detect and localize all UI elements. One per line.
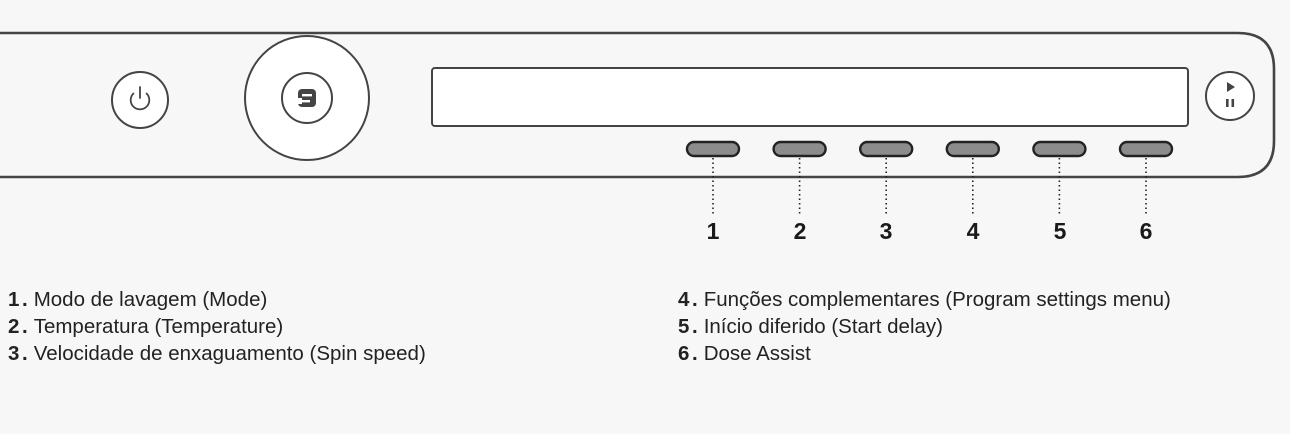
legend-item-1: 1. Modo de lavagem (Mode): [8, 288, 268, 311]
function-buttons: [685, 140, 1174, 214]
legend-item-2: 2. Temperatura (Temperature): [8, 315, 284, 338]
function-button-6[interactable]: [1118, 140, 1174, 158]
legend-text: Funções complementares (Program settings…: [703, 288, 1171, 311]
legend-text: Velocidade de enxaguamento (Spin speed): [33, 342, 426, 365]
legend-right: 4. Funções complementares (Program setti…: [678, 286, 1278, 367]
function-button-3[interactable]: [859, 140, 914, 158]
legend-number: 5: [678, 315, 690, 338]
button-number-6: 6: [1139, 218, 1153, 244]
legend-item-6: 6. Dose Assist: [678, 342, 811, 365]
button-number-3: 3: [879, 218, 893, 244]
play-pause-icon: [1226, 82, 1235, 107]
panel-outline: [0, 31, 1276, 179]
legend-number: 4: [678, 288, 690, 311]
program-selector-icon: [298, 89, 316, 107]
button-number-5: 5: [1053, 218, 1067, 244]
legend-text: Modo de lavagem (Mode): [33, 288, 268, 311]
legend-text: Temperatura (Temperature): [33, 315, 284, 338]
legend-number: 1: [8, 288, 20, 311]
legend-left: 1. Modo de lavagem (Mode) 2. Temperatura…: [8, 286, 588, 367]
button-number-2: 2: [793, 218, 807, 244]
legend-text: Início diferido (Start delay): [703, 315, 943, 338]
power-button[interactable]: [111, 71, 169, 129]
function-button-4[interactable]: [945, 140, 1000, 158]
button-number-1: 1: [706, 218, 720, 244]
function-button-5[interactable]: [1032, 140, 1087, 158]
button-number-4: 4: [966, 218, 980, 244]
legend-number: 3: [8, 342, 20, 365]
display-screen: [431, 67, 1189, 127]
legend-item-4: 4. Funções complementares (Program setti…: [678, 286, 1278, 313]
program-selector-dial[interactable]: [244, 35, 370, 161]
legend-text: Dose Assist: [703, 342, 811, 365]
function-button-1[interactable]: [685, 140, 741, 158]
legend-number: 6: [678, 342, 690, 365]
legend-item-5: 5. Início diferido (Start delay): [678, 315, 943, 338]
function-button-2[interactable]: [772, 140, 827, 158]
power-icon: [129, 86, 151, 111]
start-pause-button[interactable]: [1205, 71, 1255, 121]
legend-item-3: 3. Velocidade de enxaguamento (Spin spee…: [8, 342, 426, 365]
legend-number: 2: [8, 315, 20, 338]
